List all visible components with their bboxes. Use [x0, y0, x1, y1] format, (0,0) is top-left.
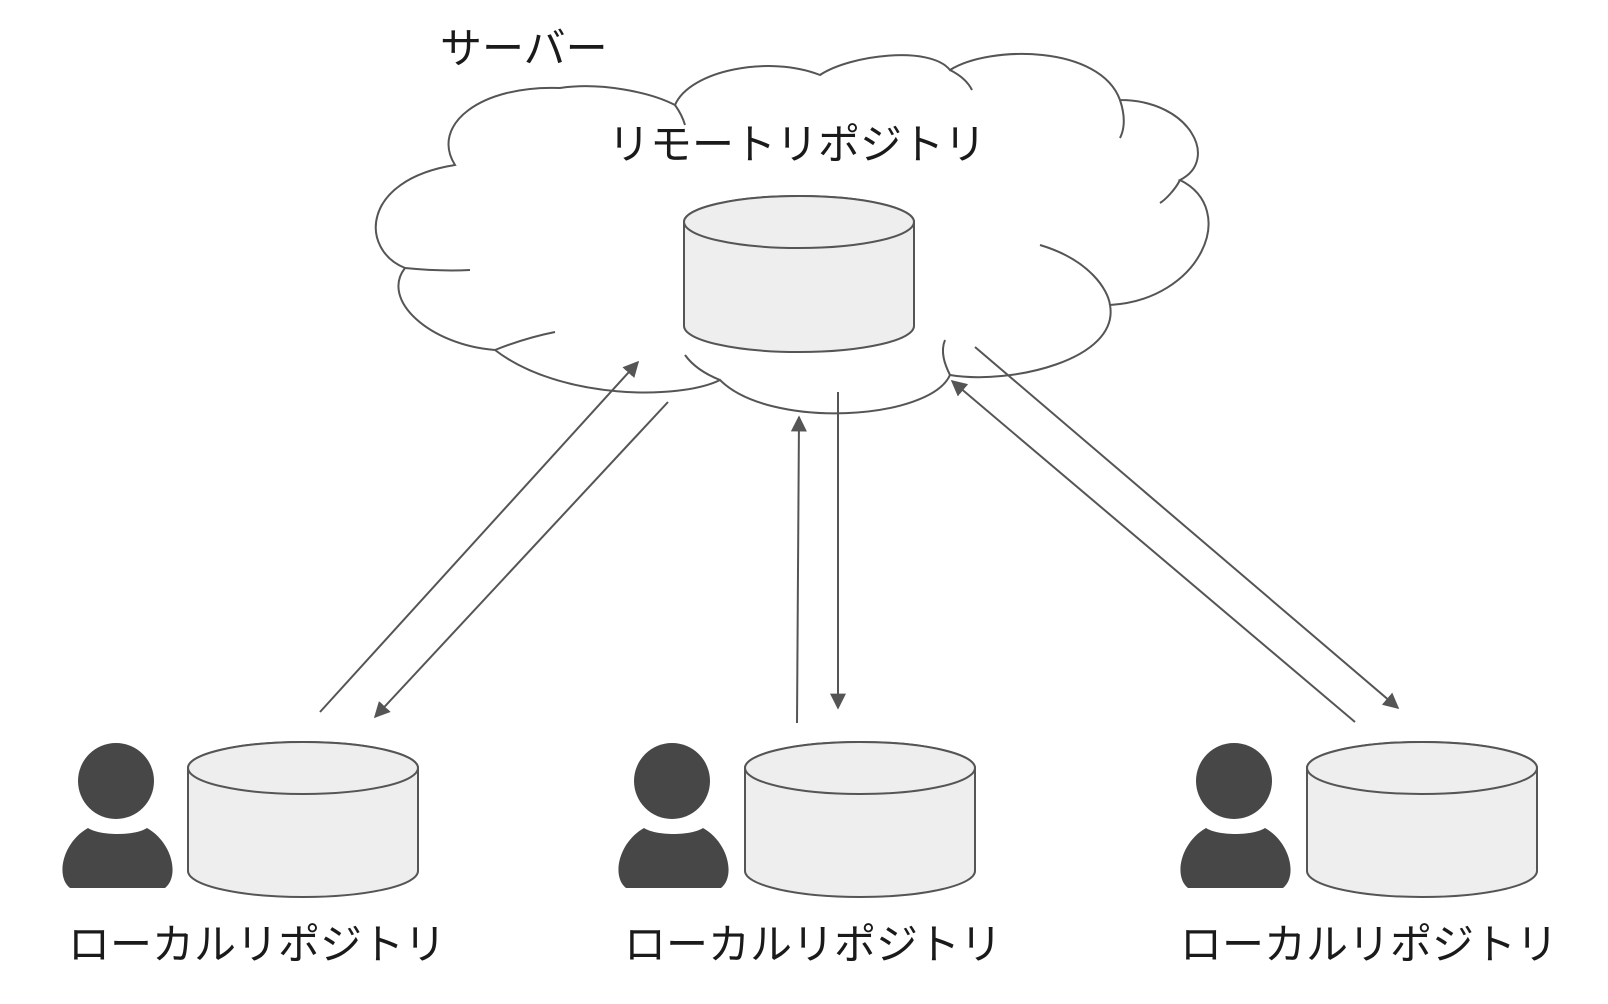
- local-user-2: [618, 743, 729, 888]
- push-arrow-3: [950, 379, 1356, 723]
- local-repo-database-icon-3: [1306, 741, 1538, 898]
- pull-arrow-3: [974, 346, 1400, 710]
- local-repo-label-3: ローカルリポジトリ: [1180, 920, 1559, 969]
- user-icon-head: [78, 743, 154, 819]
- user-icon-head: [1196, 743, 1272, 819]
- local-repo-label-2: ローカルリポジトリ: [624, 920, 1003, 969]
- local-repo-label-1: ローカルリポジトリ: [68, 920, 447, 969]
- remote-repo-label: リモートリポジトリ: [608, 120, 987, 169]
- user-icon-body: [62, 828, 173, 888]
- arrows: [319, 346, 1400, 724]
- push-arrow-2: [790, 415, 807, 724]
- local-repo-database-icon-1: [187, 741, 419, 898]
- local-user-1: [62, 743, 173, 888]
- local-repo-database-icon-2: [744, 741, 976, 898]
- remote-repo-database-icon: [683, 195, 915, 353]
- local-user-3: [1180, 743, 1291, 888]
- user-icon-body: [1180, 828, 1291, 888]
- pull-arrow-1: [373, 401, 669, 719]
- user-icon-body: [618, 828, 729, 888]
- push-arrow-1: [319, 360, 640, 713]
- user-icon-head: [634, 743, 710, 819]
- server-label: サーバー: [440, 24, 608, 73]
